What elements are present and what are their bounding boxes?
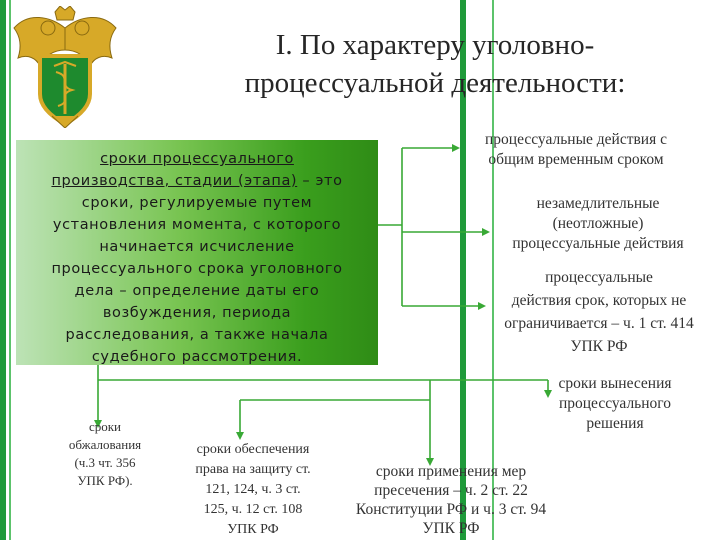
text-line: УПК РФ — [227, 522, 279, 537]
right-item-unlimited-term: процессуальные действия срок, которых не… — [486, 266, 712, 358]
text-line: ограничивается – ч. 1 ст. 414 — [504, 315, 694, 332]
definition-line: сроки, регулируемые путем — [81, 195, 313, 211]
double-headed-eagle-emblem-icon — [13, 6, 117, 128]
text-line: сроки обеспечения — [196, 442, 310, 457]
bottom-item-appeal-term: сроки обжалования (ч.3 чт. 356 УПК РФ). — [52, 418, 158, 490]
text-line: УПК РФ). — [77, 473, 133, 488]
definition-dash: – это — [297, 173, 343, 189]
text-line: процессуального — [558, 395, 672, 412]
left-stripe-thin — [9, 0, 11, 540]
text-line: обжалования — [68, 437, 142, 452]
left-stripe — [0, 0, 6, 540]
right-item-common-term: процессуальные действия с общим временны… — [460, 130, 692, 170]
title-line-1: I. По характеру уголовно- — [275, 29, 595, 61]
definition-term-line-1: сроки процессуального — [100, 151, 294, 167]
text-line: решения — [586, 415, 644, 432]
text-line: Конституции РФ и ч. 3 ст. 94 — [355, 501, 547, 518]
definition-line: установления момента, с которого — [52, 217, 342, 233]
text-line: общим временным сроком — [488, 151, 664, 168]
text-line: процессуальные действия — [512, 235, 684, 252]
page-title: I. По характеру уголовно- процессуальной… — [210, 26, 660, 102]
definition-line: процессуального срока уголовного — [51, 261, 343, 277]
definition-line: судебного рассмотрения. — [91, 349, 303, 365]
right-stripe-thin — [492, 0, 494, 540]
text-line: права на защиту ст. — [195, 462, 311, 477]
bottom-item-defense-right-term: сроки обеспечения права на защиту ст. 12… — [176, 440, 330, 540]
text-line: (ч.3 чт. 356 — [74, 455, 136, 470]
text-line: процессуальные действия с — [485, 131, 667, 148]
definition-term-line-2: производства, стадии (этапа) — [51, 173, 298, 189]
right-item-decision-term: сроки вынесения процессуального решения — [540, 374, 690, 434]
text-line: незамедлительные — [536, 195, 660, 212]
definition-line: начинается исчисление — [99, 239, 295, 255]
right-item-urgent-actions: незамедлительные (неотложные) процессуал… — [492, 194, 704, 254]
text-line: 125, ч. 12 ст. 108 — [203, 502, 303, 517]
bottom-item-preventive-measures-term: сроки применения мер пресечения – ч. 2 с… — [345, 462, 557, 538]
text-line: действия срок, которых не — [511, 292, 687, 309]
title-line-2: процессуальной деятельности: — [244, 67, 626, 99]
definition-line: дела – определение даты его — [74, 283, 320, 299]
text-line: УПК РФ — [570, 338, 628, 355]
text-line: сроки применения мер — [375, 463, 527, 480]
text-line: сроки — [88, 419, 122, 434]
definition-line: расследования, а также начала — [65, 327, 329, 343]
text-line: 121, 124, ч. 3 ст. — [205, 482, 301, 497]
definition-line: возбуждения, периода — [102, 305, 292, 321]
text-line: УПК РФ — [422, 520, 480, 537]
definition-box: сроки процессуального производства, стад… — [16, 140, 378, 365]
text-line: пресечения – ч. 2 ст. 22 — [374, 482, 528, 499]
right-stripe — [460, 0, 466, 540]
text-line: сроки вынесения — [558, 375, 672, 392]
text-line: процессуальные — [545, 269, 653, 286]
text-line: (неотложные) — [552, 215, 644, 232]
